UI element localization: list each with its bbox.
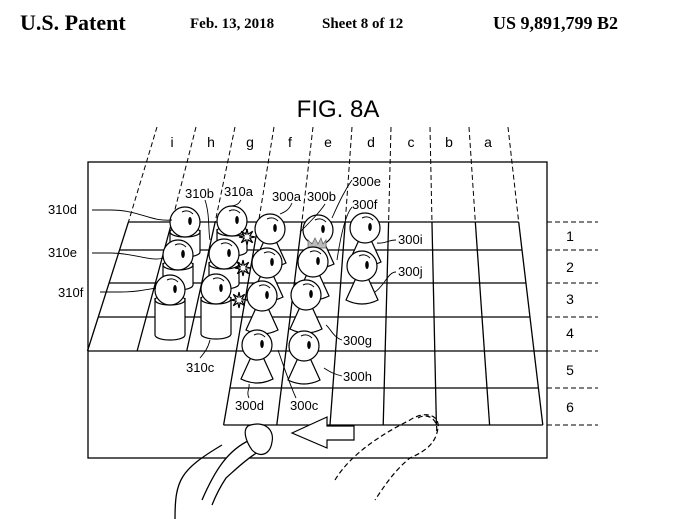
column-label: e (324, 134, 332, 150)
finger-touch-icon (175, 424, 272, 519)
column-label: d (367, 134, 375, 150)
column-label: c (408, 134, 415, 150)
row-label: 4 (566, 325, 574, 341)
label-310b: 310b (185, 186, 214, 201)
collision-star-icon (239, 229, 255, 245)
label-300b: 300b (307, 189, 336, 204)
column-guide-line (469, 127, 475, 222)
row-labels: 1 2 3 4 5 6 (566, 228, 574, 415)
column-line (383, 222, 388, 425)
label-310f: 310f (58, 285, 84, 300)
player-piece (346, 251, 378, 304)
collision-star-icon (231, 292, 247, 308)
label-310d: 310d (48, 202, 77, 217)
column-line (475, 222, 489, 425)
row-label: 3 (566, 291, 574, 307)
player-piece (241, 330, 273, 383)
row-label: 2 (566, 259, 574, 275)
column-labels: ihgfedcba (170, 134, 492, 150)
enemy-piece (155, 275, 185, 340)
label-310a: 310a (224, 184, 254, 199)
column-guide-line (508, 127, 519, 222)
column-guide-line (389, 127, 391, 222)
column-label: h (207, 134, 215, 150)
column-label: i (170, 134, 173, 150)
column-line (519, 222, 543, 425)
player-piece (290, 280, 322, 333)
column-label: g (246, 134, 254, 150)
label-300c: 300c (290, 398, 319, 413)
column-label: f (288, 134, 292, 150)
label-300g: 300g (343, 333, 372, 348)
row-label: 5 (566, 362, 574, 378)
swipe-left-arrow-icon (292, 417, 354, 448)
column-guide-line (302, 127, 313, 222)
label-300a: 300a (272, 189, 302, 204)
figure-title: FIG. 8A (297, 96, 380, 123)
column-label: b (445, 134, 453, 150)
column-line (330, 222, 345, 425)
label-300e: 300e (352, 174, 381, 189)
collision-star-icon (235, 260, 251, 276)
row-label: 6 (566, 399, 574, 415)
column-guide-line (128, 127, 157, 222)
label-300j: 300j (398, 264, 423, 279)
label-310c: 310c (186, 360, 215, 375)
enemy-piece (201, 274, 231, 339)
label-300i: 300i (398, 232, 423, 247)
label-300h: 300h (343, 369, 372, 384)
column-line (432, 222, 436, 425)
label-300f: 300f (352, 197, 378, 212)
column-label: a (484, 134, 492, 150)
player-piece (246, 281, 278, 334)
label-300d: 300d (235, 398, 264, 413)
column-line (87, 222, 128, 351)
column-guide-line (259, 127, 274, 222)
player-piece (288, 331, 320, 384)
column-guide-line (430, 127, 432, 222)
game-pieces (155, 206, 381, 384)
row-label: 1 (566, 228, 574, 244)
label-310e: 310e (48, 245, 77, 260)
